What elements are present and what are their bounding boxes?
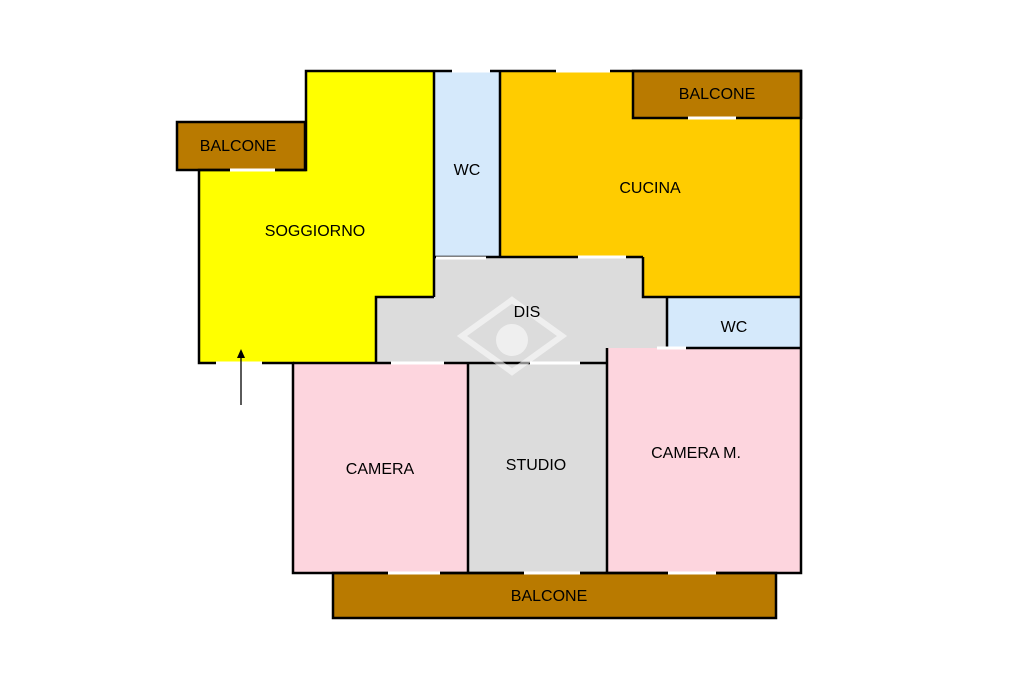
label-dis: DIS [514,304,541,321]
room-cucina [500,71,801,297]
room-studio [468,363,607,573]
room-soggiorno [199,71,434,363]
label-studio: STUDIO [506,457,566,474]
balcony-bottom [333,573,776,618]
room-camera-m [607,348,801,573]
openings [216,69,736,575]
label-balcone-bottom: BALCONE [511,588,587,605]
label-soggiorno: SOGGIORNO [265,223,365,240]
label-balcone-left: BALCONE [200,138,276,155]
room-wc-top [434,71,500,257]
label-cucina: CUCINA [619,180,681,197]
label-balcone-top-right: BALCONE [679,86,755,103]
label-wc-right: WC [721,319,748,336]
room-wc-right [667,297,801,348]
entrance-arrow-icon [237,349,245,405]
balcony-top-right [633,71,801,118]
label-camera-m: CAMERA M. [651,445,741,462]
label-camera: CAMERA [346,461,415,478]
balcony-left [177,122,305,170]
label-wc-top: WC [454,162,481,179]
room-camera [293,363,468,573]
watermark-logo-icon [456,296,568,376]
